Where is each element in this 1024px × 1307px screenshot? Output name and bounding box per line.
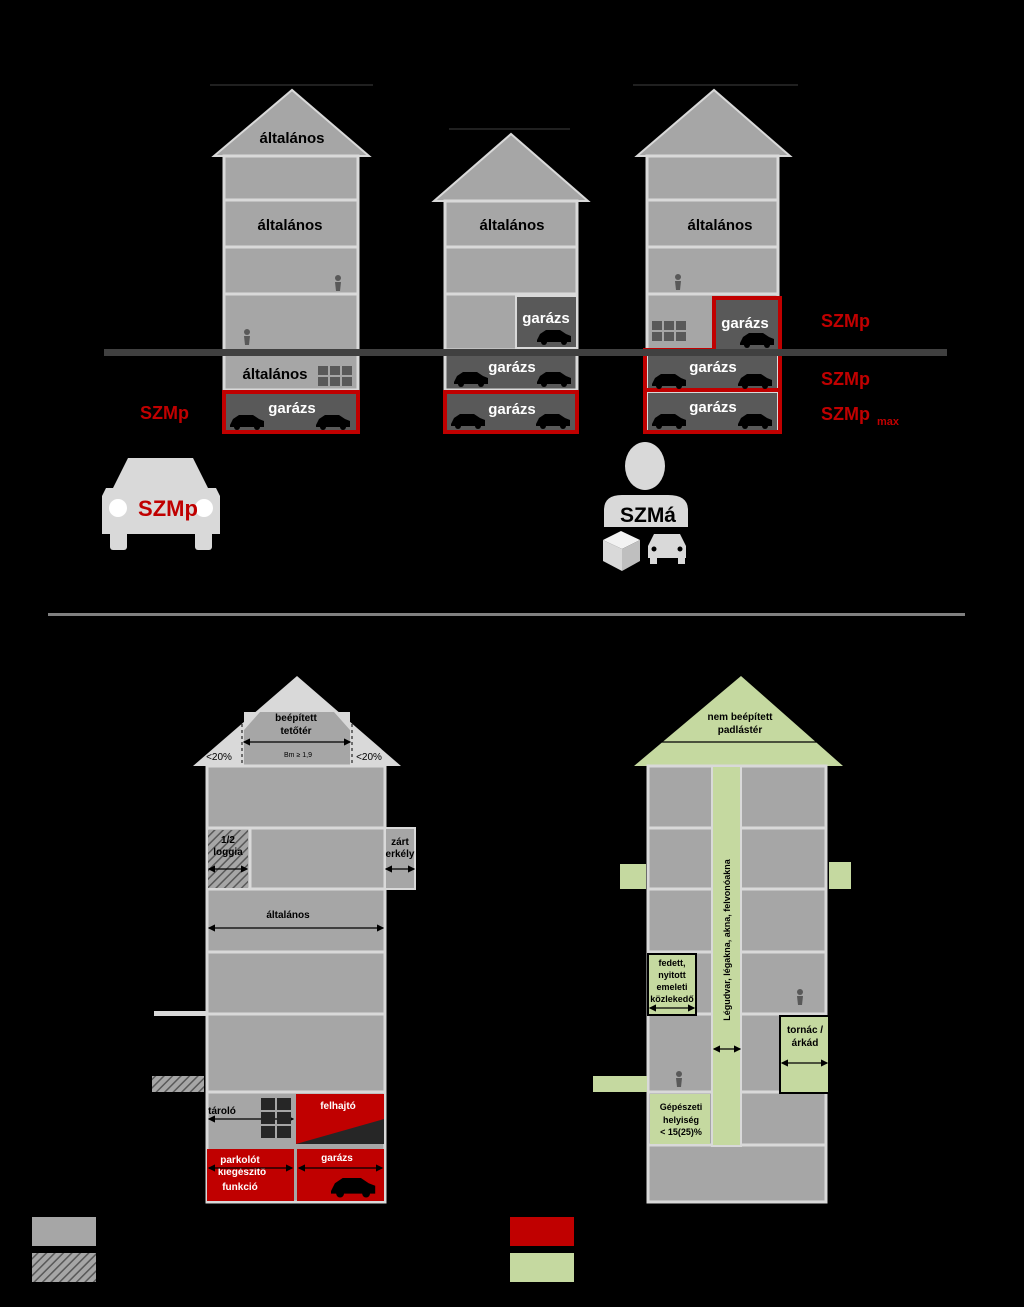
tornac-1: tornác / [787, 1025, 823, 1036]
person-icon [675, 274, 681, 290]
b1-label-low: általános [242, 366, 307, 383]
ground-line [104, 349, 947, 356]
b3-garage-upper: garázs [721, 315, 769, 332]
pct-left: <20% [206, 752, 232, 763]
person-icon [244, 329, 250, 345]
b3-label-top: általános [687, 217, 752, 234]
person-icon [676, 1071, 682, 1087]
tarolo-label: tároló [208, 1106, 236, 1117]
felhajto-label: felhajtó [320, 1101, 356, 1112]
person-badge-text: SZMá [620, 504, 676, 527]
roof-formula: Bm ≥ 1,9 [284, 752, 312, 759]
person-badge-icon: SZMá [603, 442, 688, 571]
parkolo-1: parkolót [220, 1155, 260, 1166]
building-2: általános garázs garázs garázs [431, 132, 591, 434]
section-right-building: nem beépített padlástér Légudvar, légakn… [593, 676, 851, 1204]
kozl-2: nyitott [658, 970, 686, 980]
parkolo-3: funkció [222, 1182, 258, 1193]
b2-garage-low: garázs [488, 401, 536, 418]
legend-swatch-hatch [32, 1253, 96, 1282]
b2-garage-mid: garázs [488, 359, 536, 376]
b1-label-top: általános [259, 130, 324, 147]
gepeszeti-box [650, 1094, 710, 1144]
pct-right: <20% [356, 752, 382, 763]
roof-label-1: beépített [275, 713, 317, 724]
section-divider [48, 613, 965, 616]
legend-swatch-red [510, 1217, 574, 1246]
roof-label-2: tetőtér [280, 726, 311, 737]
kozl-4: közlekedő [650, 994, 694, 1004]
b1-label-mid: általános [257, 217, 322, 234]
tornac-2: árkád [792, 1038, 819, 1049]
section-left-building: beépített tetőtér Bm ≥ 1,9 <20% <20% 1/2… [152, 676, 416, 1204]
b3-garage-low: garázs [689, 399, 737, 416]
shaft-label: Légudvar, légakna, akna, felvonóakna [722, 858, 732, 1021]
person-icon [335, 275, 341, 291]
car-icon [648, 534, 686, 564]
side-slab [154, 1011, 207, 1016]
kozl-3: emeleti [656, 982, 687, 992]
storage-grid-icon [261, 1098, 291, 1138]
kozl-1: fedett, [659, 958, 686, 968]
szmp-label-left: SZMp [140, 403, 189, 423]
shaft [711, 765, 742, 1147]
car-badge-icon: SZMp [102, 458, 220, 550]
loggia-1: 1/2 [221, 835, 235, 846]
parkolo-box [207, 1149, 294, 1201]
car-badge-text: SZMp [138, 496, 198, 521]
side-slab-green [593, 1076, 647, 1092]
legend-swatch-green [510, 1253, 574, 1282]
b2-garage-upper: garázs [522, 310, 570, 327]
garazs-bottom: garázs [321, 1153, 353, 1164]
b3-garage-mid: garázs [689, 359, 737, 376]
legend-swatch-gray [32, 1217, 96, 1246]
loggia-2: loggia [213, 847, 243, 858]
person-icon [797, 989, 803, 1005]
parkolo-2: kiegészítő [218, 1167, 266, 1178]
gep-1: Gépészeti [660, 1102, 703, 1112]
gep-2: helyiség [663, 1115, 699, 1125]
szmp-max-label: SZMp [821, 404, 870, 424]
altalanos-bottom: általános [266, 910, 310, 921]
building-3: általános garázs garázs garázs [634, 88, 793, 434]
szmp-label-right-1: SZMp [821, 311, 870, 331]
gep-3: < 15(25)% [660, 1127, 702, 1137]
right-roof-2: padlástér [718, 725, 763, 736]
building-1: általános általános általános garázs [211, 88, 372, 434]
box-icon [603, 531, 640, 571]
right-ledge [829, 862, 851, 889]
erkely-1: zárt [391, 837, 409, 848]
right-roof-1: nem beépített [707, 712, 773, 723]
b1-garage-label: garázs [268, 400, 316, 417]
tornac-box [779, 1015, 830, 1094]
szmp-label-right-2: SZMp [821, 369, 870, 389]
side-hatch [152, 1076, 204, 1092]
erkely-2: erkély [386, 849, 415, 860]
b2-label-top: általános [479, 217, 544, 234]
left-ledge [620, 864, 646, 889]
szmp-max-sub: max [877, 416, 900, 428]
